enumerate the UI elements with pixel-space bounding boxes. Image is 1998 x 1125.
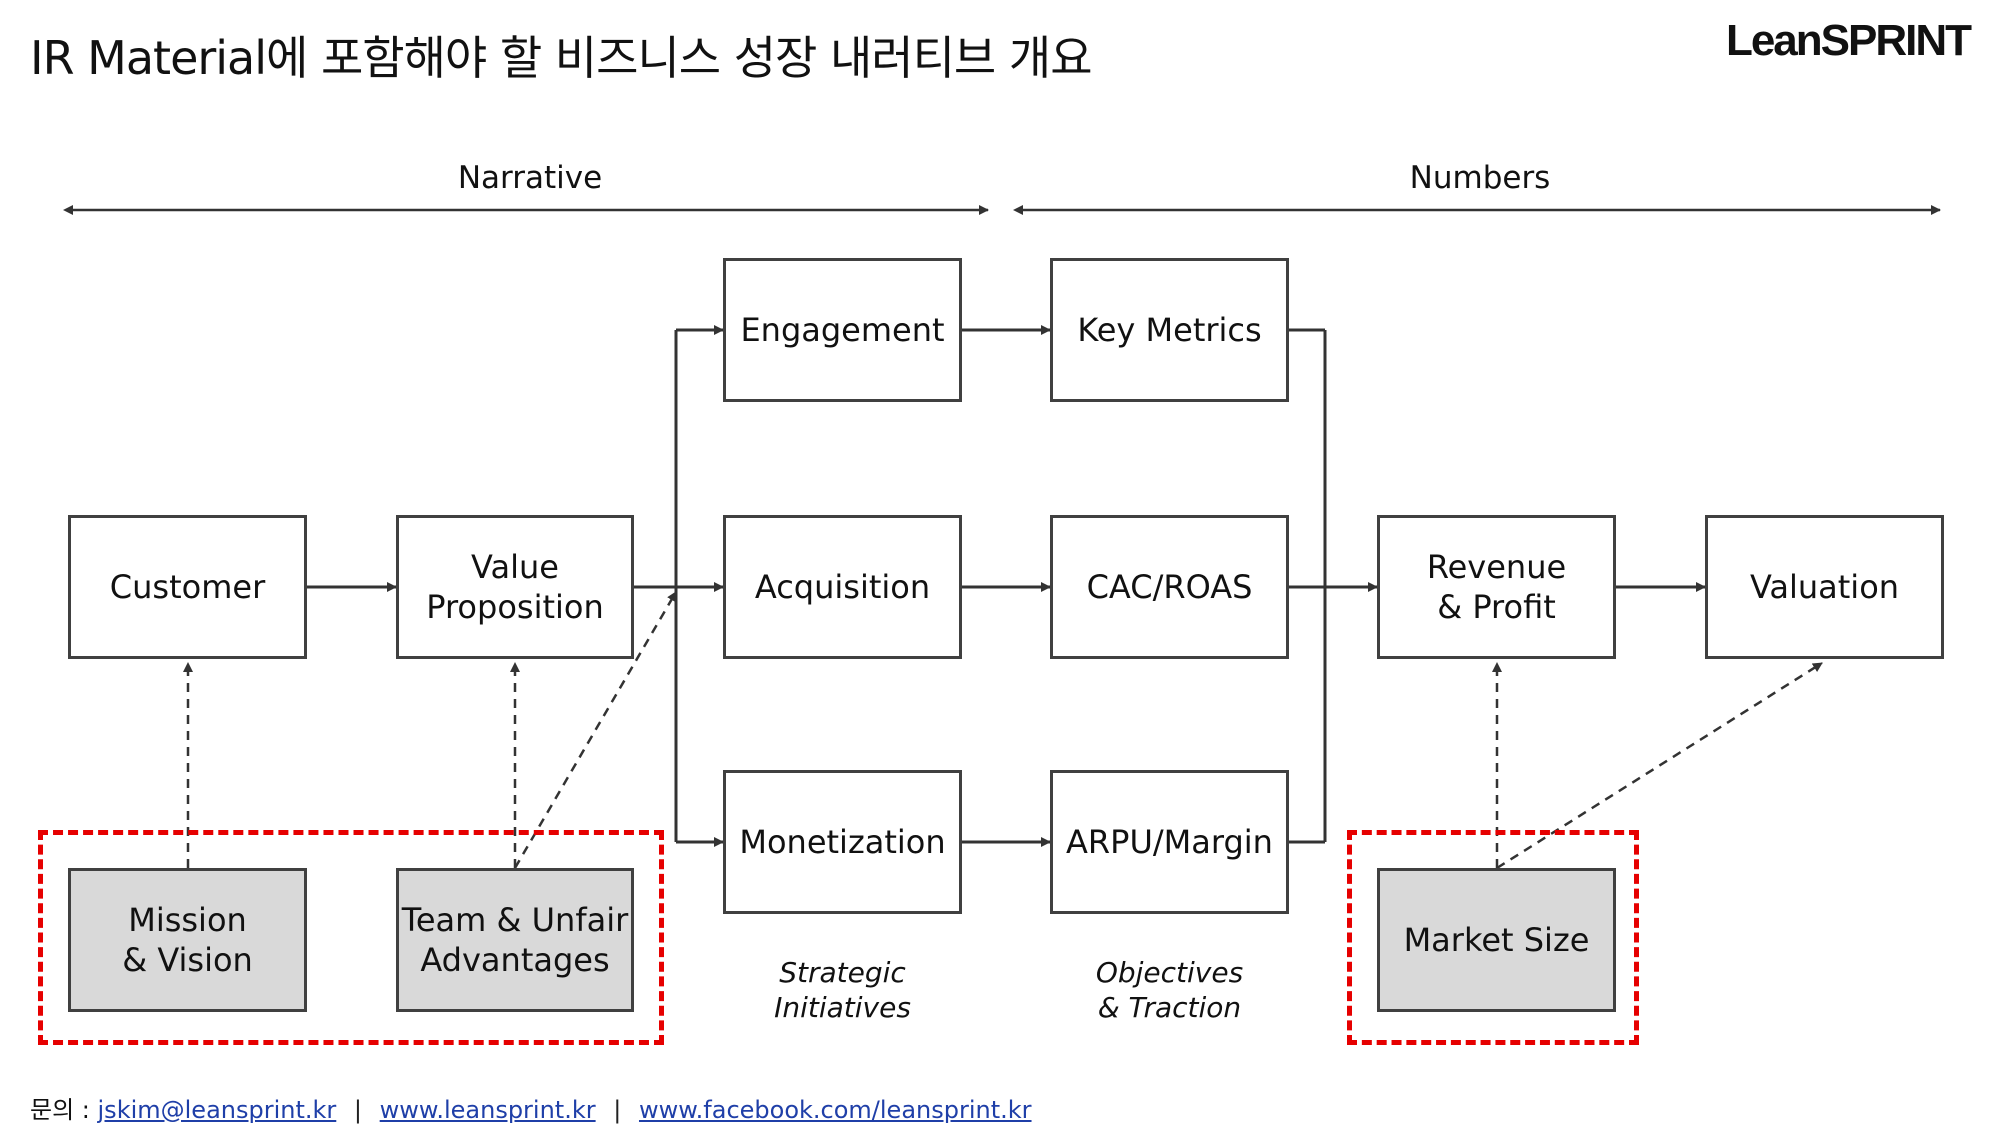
footer-separator: | bbox=[353, 1096, 363, 1124]
highlight-frame-market-size bbox=[1347, 830, 1639, 1045]
page-title: IR Material에 포함해야 할 비즈니스 성장 내러티브 개요 bbox=[30, 31, 1093, 85]
section-label-numbers: Numbers bbox=[1409, 160, 1551, 196]
node-arpu-margin: ARPU/Margin bbox=[1050, 770, 1289, 914]
node-team-advantages: Team & Unfair Advantages bbox=[396, 868, 634, 1012]
section-label-narrative: Narrative bbox=[457, 160, 603, 196]
caption-objectives-traction: Objectives & Traction bbox=[1095, 956, 1244, 1024]
node-value-proposition: Value Proposition bbox=[396, 515, 634, 659]
node-revenue-profit: Revenue & Profit bbox=[1377, 515, 1616, 659]
node-engagement: Engagement bbox=[723, 258, 962, 402]
solid-flow-arrows bbox=[307, 325, 1706, 847]
caption-strategic-initiatives: Strategic Initiatives bbox=[774, 956, 911, 1024]
footer-website-link[interactable]: www.leansprint.kr bbox=[379, 1096, 596, 1124]
node-mission-vision: Mission & Vision bbox=[68, 868, 307, 1012]
footer-separator: | bbox=[613, 1096, 622, 1124]
node-customer: Customer bbox=[68, 515, 307, 659]
node-valuation: Valuation bbox=[1705, 515, 1944, 659]
node-monetization: Monetization bbox=[723, 770, 962, 914]
node-market-size: Market Size bbox=[1377, 868, 1616, 1012]
node-key-metrics: Key Metrics bbox=[1050, 258, 1289, 402]
node-acquisition: Acquisition bbox=[723, 515, 962, 659]
footer-email-link[interactable]: jskim@leansprint.kr bbox=[97, 1096, 337, 1124]
arrow-team-to-branch bbox=[513, 591, 678, 869]
highlight-frame-foundations bbox=[38, 830, 664, 1045]
leansprint-logo: LeanSPRINT bbox=[1725, 16, 1972, 65]
node-cac-roas: CAC/ROAS bbox=[1050, 515, 1289, 659]
footer-contact: 문의 : jskim@leansprint.kr | www.leansprin… bbox=[30, 1090, 1032, 1125]
footer-facebook-link[interactable]: www.facebook.com/leansprint.kr bbox=[638, 1096, 1032, 1124]
footer-label: 문의 : bbox=[30, 1096, 90, 1124]
